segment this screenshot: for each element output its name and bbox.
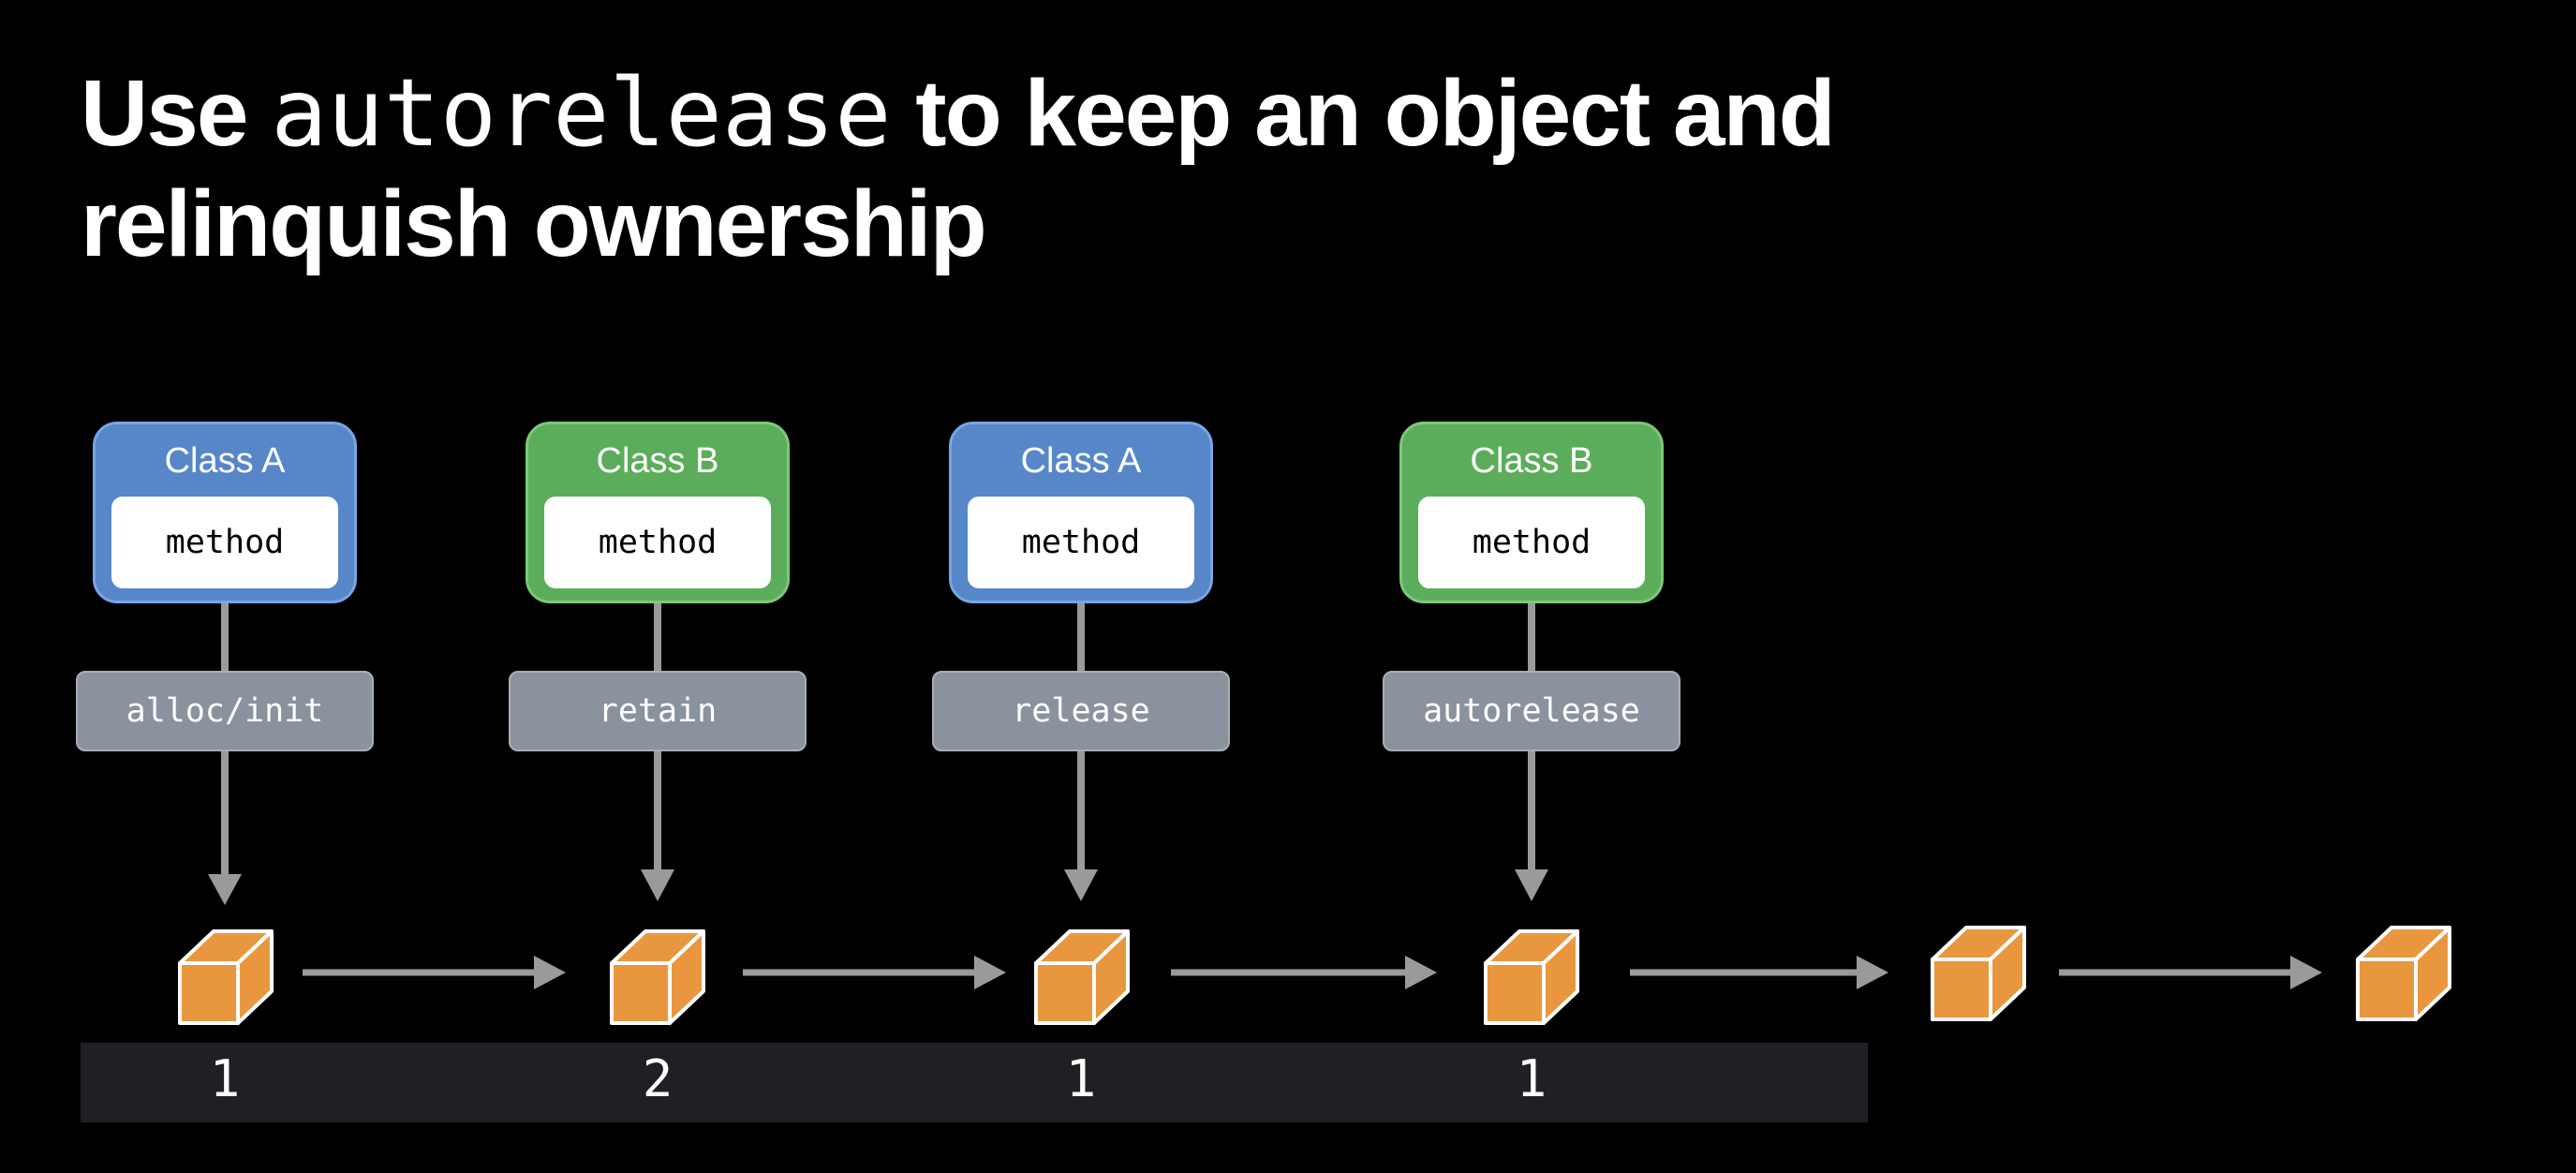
title-line1-suffix: to keep an object and: [891, 61, 1835, 166]
cube-icon: [1484, 929, 1579, 1025]
step-1-connector: [208, 603, 242, 905]
title-line2: relinquish ownership: [81, 171, 987, 276]
step-3-connector: [1064, 603, 1098, 901]
step-2-connector: [641, 603, 674, 901]
retain-count-step-4: 1: [1516, 1049, 1547, 1108]
arrow-right-icon: [974, 956, 1006, 989]
retain-count-bar: [81, 1043, 1868, 1122]
message-autorelease: autorelease: [1383, 671, 1680, 751]
arrow-right-icon: [2290, 956, 2322, 989]
cube-icon: [1034, 929, 1130, 1025]
cube-icon: [610, 929, 705, 1025]
method-label: method: [968, 497, 1194, 588]
class-name: Class B: [1470, 441, 1593, 481]
cube-icon: [178, 929, 274, 1025]
class-box-step-4: Class B method: [1399, 422, 1664, 603]
retain-count-step-1: 1: [209, 1049, 241, 1108]
arrow-down-icon: [641, 869, 674, 901]
arrow-down-icon: [1515, 869, 1548, 901]
arrow-down-icon: [208, 874, 242, 905]
title-line1-prefix: Use: [81, 61, 272, 166]
class-name: Class A: [1020, 441, 1142, 481]
retain-count-step-3: 1: [1065, 1049, 1097, 1108]
message-alloc-init: alloc/init: [76, 671, 374, 751]
arrow-down-icon: [1064, 869, 1098, 901]
class-name: Class A: [164, 441, 286, 481]
slide-title: Use autorelease to keep an object and re…: [81, 58, 1836, 279]
title-code-keyword: autorelease: [271, 58, 892, 168]
arrow-right-icon: [1857, 956, 1888, 989]
arrow-right-icon: [534, 956, 566, 989]
class-box-step-2: Class B method: [526, 422, 790, 603]
method-label: method: [1418, 497, 1645, 588]
class-name: Class B: [596, 441, 719, 481]
cube-icon: [1931, 926, 2026, 1021]
message-retain: retain: [509, 671, 807, 751]
retain-count-step-2: 2: [642, 1049, 674, 1108]
step-4-connector: [1515, 603, 1548, 901]
method-label: method: [544, 497, 771, 588]
class-box-step-3: Class A method: [949, 422, 1213, 603]
cube-icon: [2356, 926, 2451, 1021]
method-label: method: [111, 497, 338, 588]
message-release: release: [932, 671, 1230, 751]
class-box-step-1: Class A method: [93, 422, 357, 603]
timeline-arrows: [303, 956, 2322, 989]
arrow-right-icon: [1405, 956, 1437, 989]
